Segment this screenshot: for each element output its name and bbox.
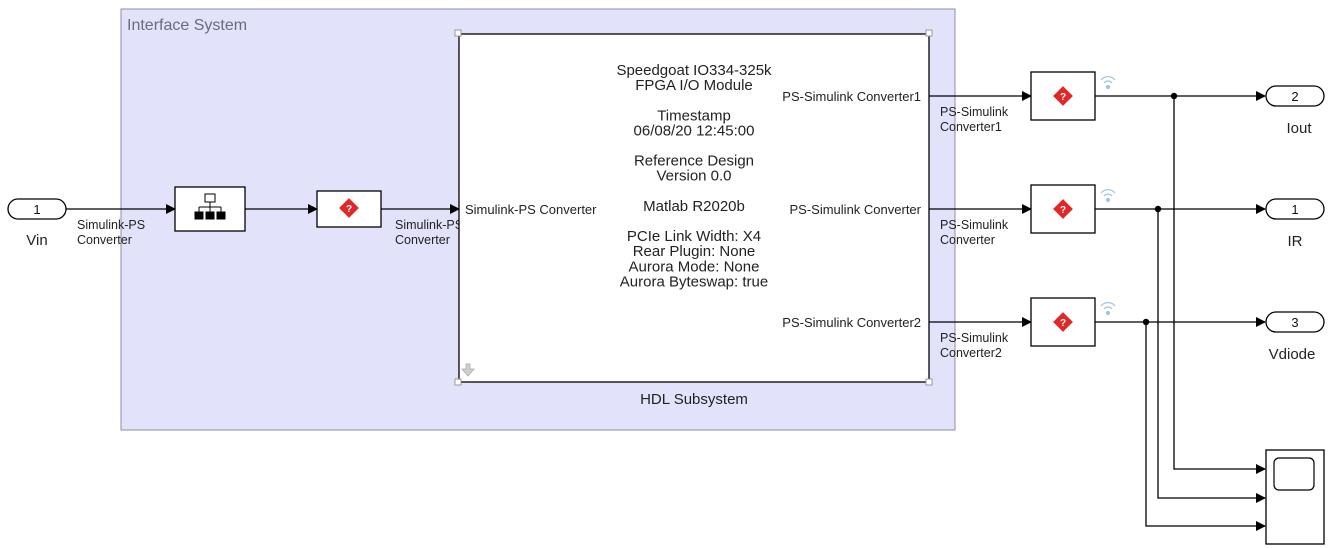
- svg-text:?: ?: [1060, 318, 1066, 329]
- interface-system-title: Interface System: [127, 17, 247, 34]
- wire-label-in1-line1: Simulink-PS: [77, 218, 145, 232]
- outport-iout[interactable]: 2 Iout: [1265, 85, 1325, 137]
- svg-text:?: ?: [1060, 92, 1066, 103]
- simulink-ps-converter-block[interactable]: [174, 186, 246, 232]
- svg-text:?: ?: [346, 204, 352, 215]
- outport-number: 2: [1291, 89, 1298, 104]
- outport-number: 3: [1291, 315, 1298, 330]
- signal-logging-icon[interactable]: [1100, 189, 1116, 203]
- inport-name: Vin: [26, 232, 47, 249]
- selection-handles: [454, 29, 933, 386]
- wire-label-out2-line2: Converter: [940, 233, 995, 247]
- hdl-out-port-label-3: PS-Simulink Converter2: [782, 315, 921, 330]
- network-icon: [194, 193, 226, 220]
- hdl-out-port-label-1: PS-Simulink Converter1: [782, 89, 921, 104]
- hdl-mask-line: Matlab R2020b: [643, 198, 745, 215]
- hdl-mask-line: FPGA I/O Module: [635, 77, 753, 94]
- converter-block-out2[interactable]: ?: [1030, 184, 1096, 234]
- hdl-mask-line: Aurora Byteswap: true: [620, 273, 768, 290]
- hdl-mask-line: Rear Plugin: None: [633, 243, 756, 260]
- hdl-mask-line: PCIe Link Width: X4: [627, 228, 761, 245]
- wire-label-out1-line1: PS-Simulink: [940, 105, 1009, 119]
- svg-text:?: ?: [1060, 205, 1066, 216]
- converter-block-out3[interactable]: ?: [1030, 297, 1096, 347]
- hdl-mask-line: Version 0.0: [656, 168, 731, 185]
- look-under-mask-arrow-icon: [461, 363, 475, 377]
- wire-label-in2-line2: Converter: [395, 233, 450, 247]
- signal-logging-icon[interactable]: [1100, 302, 1116, 316]
- converter-diamond-icon: [1053, 86, 1073, 106]
- hdl-mask-line: Speedgoat IO334-325k: [616, 62, 772, 79]
- wire-label-out3-line2: Converter2: [940, 346, 1002, 360]
- converter-diamond-icon: [1053, 199, 1073, 219]
- outport-vdiode[interactable]: 3 Vdiode: [1265, 311, 1325, 363]
- hdl-in-port-label: Simulink-PS Converter: [465, 202, 597, 217]
- hdl-out-port-label-2: PS-Simulink Converter: [790, 202, 922, 217]
- wire-label-in2-line1: Simulink-PS: [395, 218, 463, 232]
- hdl-mask-line: Reference Design: [634, 153, 754, 170]
- converter-block-out1[interactable]: ?: [1030, 71, 1096, 121]
- wire-label-out3-line1: PS-Simulink: [940, 331, 1009, 345]
- converter-diamond-icon: ?: [339, 198, 359, 218]
- scope-block[interactable]: [1265, 449, 1325, 545]
- scope-screen-icon: [1273, 457, 1315, 491]
- wire-label-in1-line2: Converter: [77, 233, 132, 247]
- wire-label-out1-line2: Converter1: [940, 120, 1002, 134]
- signal-logging-icon[interactable]: [1100, 76, 1116, 90]
- outport-name: Vdiode: [1269, 346, 1316, 363]
- wire-label-out2-line1: PS-Simulink: [940, 218, 1009, 232]
- outport-name: IR: [1288, 233, 1303, 250]
- hdl-subsystem-name: HDL Subsystem: [640, 391, 748, 408]
- signal-line-scope-3[interactable]: [1145, 322, 1266, 531]
- hdl-mask-line: Aurora Mode: None: [629, 258, 760, 275]
- signal-line-scope-1[interactable]: [1173, 96, 1266, 474]
- inport-number: 1: [33, 202, 40, 217]
- hdl-mask-line: Timestamp: [657, 107, 731, 124]
- signal-line-scope-2[interactable]: [1157, 209, 1266, 503]
- converter-diamond-icon: [1053, 312, 1073, 332]
- inport-vin[interactable]: 1 Vin: [7, 198, 67, 249]
- outport-ir[interactable]: 1 IR: [1265, 198, 1325, 250]
- outport-name: Iout: [1286, 120, 1312, 137]
- converter-block-input[interactable]: ?: [316, 190, 382, 228]
- outport-number: 1: [1291, 202, 1298, 217]
- hdl-mask-line: 06/08/20 12:45:00: [634, 122, 755, 139]
